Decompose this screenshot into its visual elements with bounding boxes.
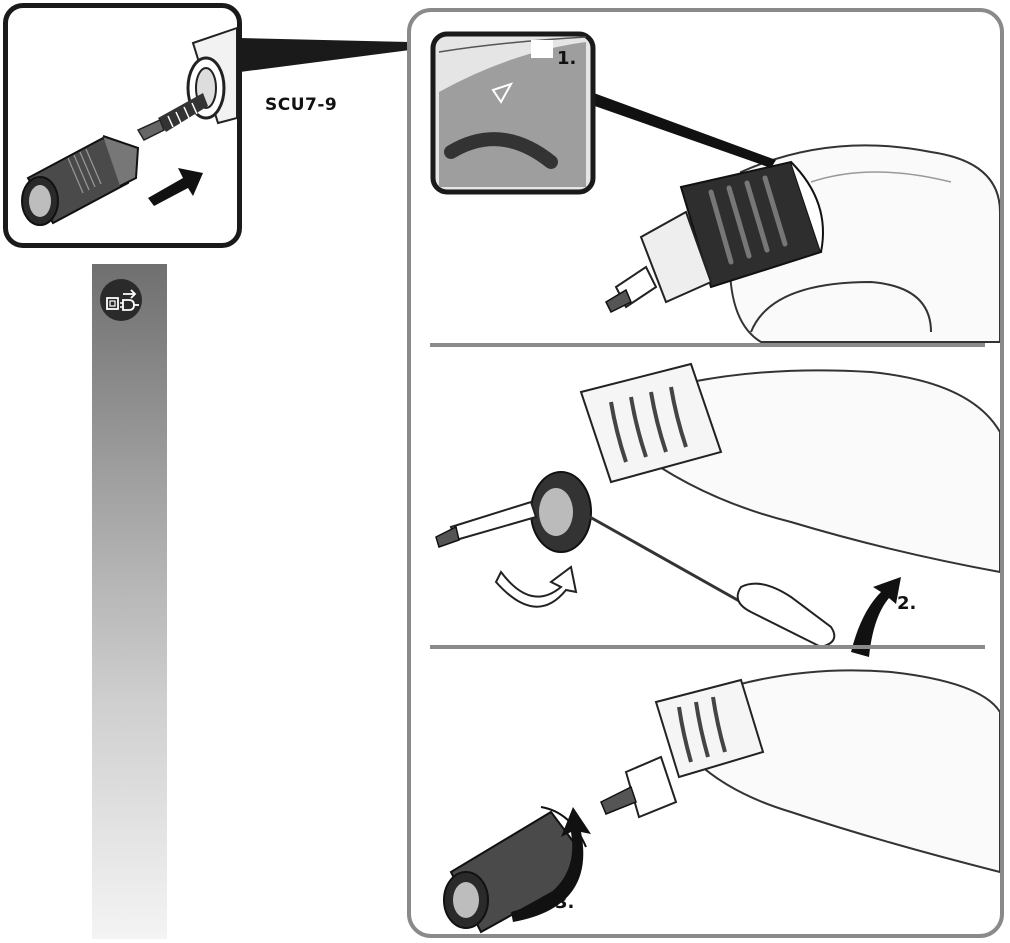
twist-on-arrow-icon xyxy=(511,807,591,922)
step-2-label: 2. xyxy=(897,593,917,614)
adapter-attachment-illustration xyxy=(21,26,237,226)
ring-marker-icon xyxy=(491,82,514,104)
side-bar xyxy=(92,264,167,939)
step-divider-2 xyxy=(430,645,985,649)
unplug-before-servicing-icon xyxy=(99,278,143,322)
push-on-arrow-icon xyxy=(148,168,203,206)
step-divider-1 xyxy=(430,343,985,347)
lift-arrow-icon xyxy=(851,577,901,657)
drill-illustrations xyxy=(430,31,1000,934)
step-3-illustration xyxy=(443,669,1000,934)
step-1-illustration xyxy=(605,144,1000,343)
inset-connector xyxy=(240,38,410,72)
rotate-down-arrow-icon xyxy=(494,565,578,608)
model-label: SCU7-9 xyxy=(265,95,338,115)
step-3-label: 3. xyxy=(555,892,575,913)
instruction-panel xyxy=(407,8,1004,938)
step-1-label: 1. xyxy=(557,48,577,69)
step-2-illustration xyxy=(435,362,1000,657)
ring-detail-zoom xyxy=(430,31,776,195)
inset-detail-box xyxy=(3,3,242,248)
